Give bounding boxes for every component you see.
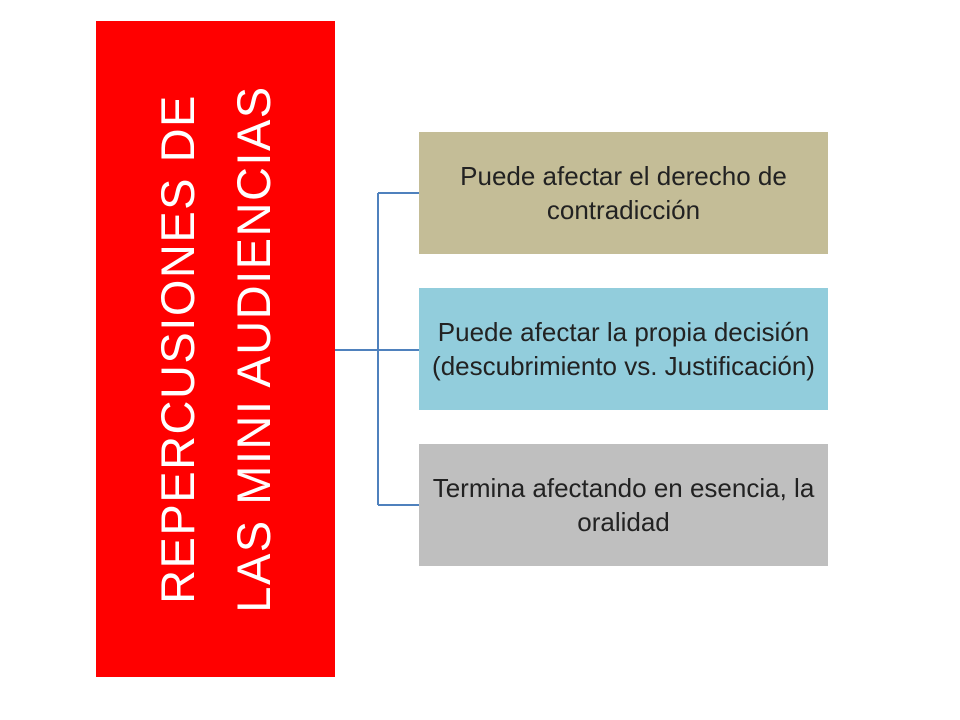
title-text: REPERCUSIONES DE LAS MINI AUDIENCIAS bbox=[140, 29, 292, 669]
title-line-2: LAS MINI AUDIENCIAS bbox=[226, 85, 280, 613]
title-line-1: REPERCUSIONES DE bbox=[150, 94, 204, 604]
title-box: REPERCUSIONES DE LAS MINI AUDIENCIAS bbox=[96, 21, 335, 677]
item-box-decision: Puede afectar la propia decisión (descub… bbox=[419, 288, 828, 410]
item-text: Puede afectar el derecho de contradicció… bbox=[460, 161, 787, 225]
item-box-oralidad: Termina afectando en esencia, la oralida… bbox=[419, 444, 828, 566]
item-text: Puede afectar la propia decisión (descub… bbox=[432, 317, 815, 381]
item-text: Termina afectando en esencia, la oralida… bbox=[432, 473, 815, 537]
item-box-contradiccion: Puede afectar el derecho de contradicció… bbox=[419, 132, 828, 254]
